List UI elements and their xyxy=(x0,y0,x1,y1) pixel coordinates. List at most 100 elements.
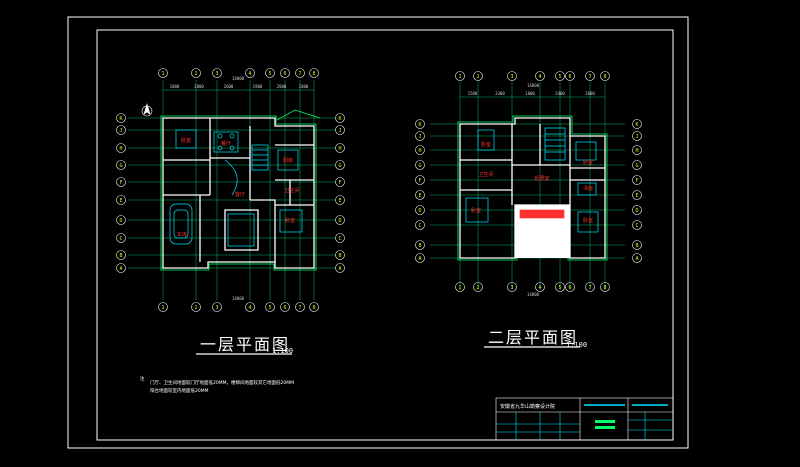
outer-frame xyxy=(67,16,689,449)
axis-label: J xyxy=(418,134,421,140)
axis-bubble xyxy=(335,263,345,273)
axis-label: F xyxy=(119,180,122,186)
axis-bubble xyxy=(116,177,126,187)
axis-bubble xyxy=(535,71,545,81)
axis-label: 7 xyxy=(298,71,301,77)
axis-bubble xyxy=(473,71,483,81)
axis-label: H xyxy=(119,146,122,152)
axis-bubble xyxy=(116,143,126,153)
axis-bubble xyxy=(335,195,345,205)
first-floor-scale: 1:100 xyxy=(272,347,293,355)
axis-bubble xyxy=(158,302,168,312)
dimension-value: 1800 xyxy=(525,91,535,96)
axis-bubble xyxy=(335,177,345,187)
axis-label: 8 xyxy=(312,71,315,77)
first-floor-green-outline xyxy=(160,109,321,271)
axis-label: D xyxy=(635,208,638,214)
axis-bubble xyxy=(585,71,595,81)
note-line-1: 门厅、卫生间地面较门厅地面低20MM，楼梯间地面较其它地面低20MM xyxy=(150,379,294,386)
axis-bubble xyxy=(280,302,290,312)
axis-label: 3 xyxy=(215,71,218,77)
axis-bubble xyxy=(455,71,465,81)
first-floor-furniture xyxy=(169,129,303,247)
title-block-institute: 安徽省九华山勘察设计院 xyxy=(500,403,555,410)
axis-label: 5 xyxy=(558,285,561,291)
axis-bubble xyxy=(600,282,610,292)
axis-label: 2 xyxy=(194,305,197,311)
general-notes: 注 门厅、卫生间地面较门厅地面低20MM，楼梯间地面较其它地面低20MM 阳台地… xyxy=(140,375,294,394)
axis-label: D xyxy=(418,208,421,214)
axis-label: 6 xyxy=(568,74,571,80)
axis-bubble xyxy=(507,71,517,81)
axis-label: J xyxy=(119,128,122,134)
dimension-total: 14800 xyxy=(232,296,245,301)
axis-bubble xyxy=(415,220,425,230)
axis-label: J xyxy=(635,134,638,140)
room-label: 厨房 xyxy=(283,157,293,164)
axis-label: K xyxy=(338,116,341,122)
axis-bubble xyxy=(415,205,425,215)
room-label: 卧室 xyxy=(481,141,491,148)
axis-label: D xyxy=(338,218,341,224)
axis-label: 6 xyxy=(568,285,571,291)
dimension-value: 1800 xyxy=(299,84,309,89)
axis-label: 7 xyxy=(588,74,591,80)
axis-label: 1 xyxy=(161,305,164,311)
axis-label: A xyxy=(418,256,421,262)
axis-bubble xyxy=(335,125,345,135)
axis-label: C xyxy=(119,236,122,242)
axis-label: 4 xyxy=(538,74,541,80)
first-floor-walls xyxy=(162,117,315,269)
dimension-value: 2600 xyxy=(224,84,234,89)
axis-label: G xyxy=(418,163,421,169)
title-block xyxy=(495,397,674,441)
axis-label: F xyxy=(635,178,638,184)
room-label: 卫生间 xyxy=(478,171,493,178)
dimension-value: 3400 xyxy=(555,91,565,96)
dimension-total: 14800 xyxy=(232,76,245,81)
axis-bubble xyxy=(632,145,642,155)
room-label: 书房 xyxy=(583,185,593,192)
axis-label: 4 xyxy=(248,305,251,311)
axis-bubble xyxy=(600,71,610,81)
axis-label: E xyxy=(119,198,122,204)
axis-bubble xyxy=(535,282,545,292)
axis-bubble xyxy=(415,240,425,250)
axis-label: K xyxy=(119,116,122,122)
room-label: 卧室 xyxy=(583,217,593,224)
axis-bubble xyxy=(632,119,642,129)
axis-bubble xyxy=(295,68,305,78)
axis-label: 1 xyxy=(458,74,461,80)
axis-label: 4 xyxy=(248,71,251,77)
note-heading: 注 xyxy=(140,375,145,382)
axis-label: 7 xyxy=(298,305,301,311)
axis-bubble xyxy=(565,71,575,81)
axis-label: 8 xyxy=(603,74,606,80)
axis-bubble xyxy=(116,263,126,273)
room-label: 卧室 xyxy=(471,207,481,214)
axis-label: 6 xyxy=(283,305,286,311)
axis-bubble xyxy=(565,282,575,292)
axis-label: B xyxy=(338,253,341,259)
dimension-value: 1800 xyxy=(170,84,180,89)
axis-label: D xyxy=(119,218,122,224)
room-label: 车库 xyxy=(177,231,187,238)
axis-bubble xyxy=(309,68,319,78)
axis-label: H xyxy=(338,146,341,152)
axis-bubble xyxy=(415,119,425,129)
axis-label: F xyxy=(338,180,341,186)
axis-bubble xyxy=(245,302,255,312)
room-label: 客厅 xyxy=(235,191,245,198)
axis-bubble xyxy=(116,125,126,135)
axis-label: 5 xyxy=(558,74,561,80)
axis-bubble xyxy=(415,190,425,200)
axis-bubble xyxy=(212,68,222,78)
axis-label: 2 xyxy=(476,285,479,291)
dimension-value: 2000 xyxy=(194,84,204,89)
axis-label: 2 xyxy=(194,71,197,77)
